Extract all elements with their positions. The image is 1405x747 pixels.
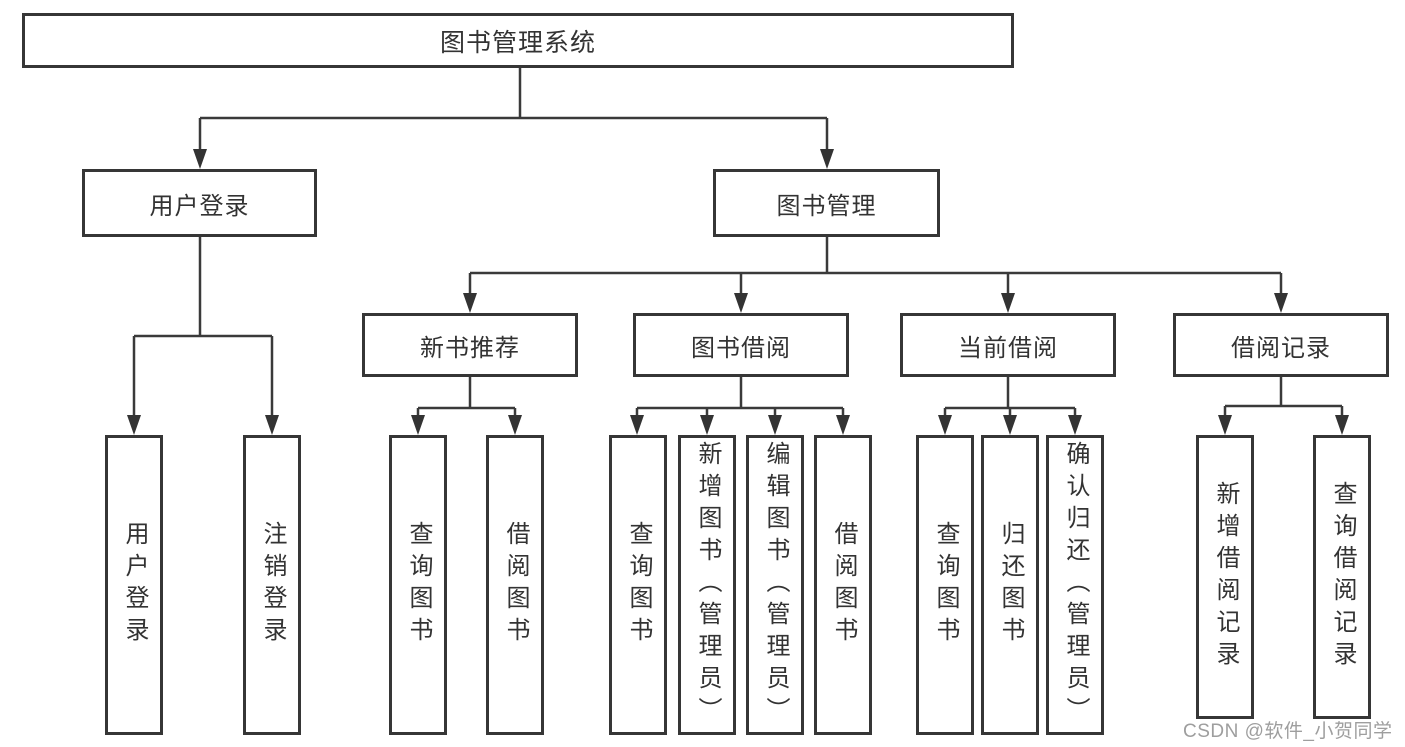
node-book-management: 图书管理 [713,169,940,237]
node-label: 图书管理 [776,192,877,220]
node-label: 当前借阅 [958,334,1058,362]
node-label: 编辑图书（管理员） [762,441,789,729]
arrowhead-group [127,149,1349,435]
node-label: 新增借阅记录 [1212,481,1239,673]
node-label: 用户登录 [121,521,148,649]
node-label: 借阅图书 [830,521,857,649]
node-library-management-system: 图书管理系统 [22,13,1014,68]
leaf-return-books: 归还图书 [981,435,1039,735]
node-user-login: 用户登录 [82,169,317,237]
node-label: 确认归还（管理员） [1062,441,1089,729]
leaf-add-books-admin: 新增图书（管理员） [678,435,736,735]
node-book-borrowing: 图书借阅 [633,313,849,377]
node-label: 图书借阅 [691,334,791,362]
leaf-query-books-current: 查询图书 [916,435,974,735]
leaf-query-books-borrow: 查询图书 [609,435,667,735]
node-borrowing-records: 借阅记录 [1173,313,1389,377]
node-label: 新书推荐 [420,334,520,362]
leaf-edit-books-admin: 编辑图书（管理员） [746,435,804,735]
node-label: 图书管理系统 [439,28,596,57]
node-label: 查询借阅记录 [1329,481,1356,673]
node-label: 用户登录 [149,192,250,220]
node-label: 借阅记录 [1231,334,1331,362]
node-label: 归还图书 [997,521,1024,649]
csdn-watermark: CSDN @软件_小贺同学 [1183,721,1393,742]
leaf-borrow-books: 借阅图书 [814,435,872,735]
node-current-borrowing: 当前借阅 [900,313,1116,377]
leaf-user-login: 用户登录 [105,435,163,735]
node-label: 新增图书（管理员） [694,441,721,729]
leaf-add-borrow-record: 新增借阅记录 [1196,435,1254,719]
leaf-query-books-recommend: 查询图书 [389,435,447,735]
node-label: 查询图书 [625,521,652,649]
node-label: 注销登录 [259,521,286,649]
leaf-borrow-books-recommend: 借阅图书 [486,435,544,735]
node-label: 借阅图书 [502,521,529,649]
node-label: 查询图书 [932,521,959,649]
leaf-confirm-return-admin: 确认归还（管理员） [1046,435,1104,735]
leaf-query-borrow-record: 查询借阅记录 [1313,435,1371,719]
node-label: 查询图书 [405,521,432,649]
node-new-book-recommendation: 新书推荐 [362,313,578,377]
leaf-logout: 注销登录 [243,435,301,735]
